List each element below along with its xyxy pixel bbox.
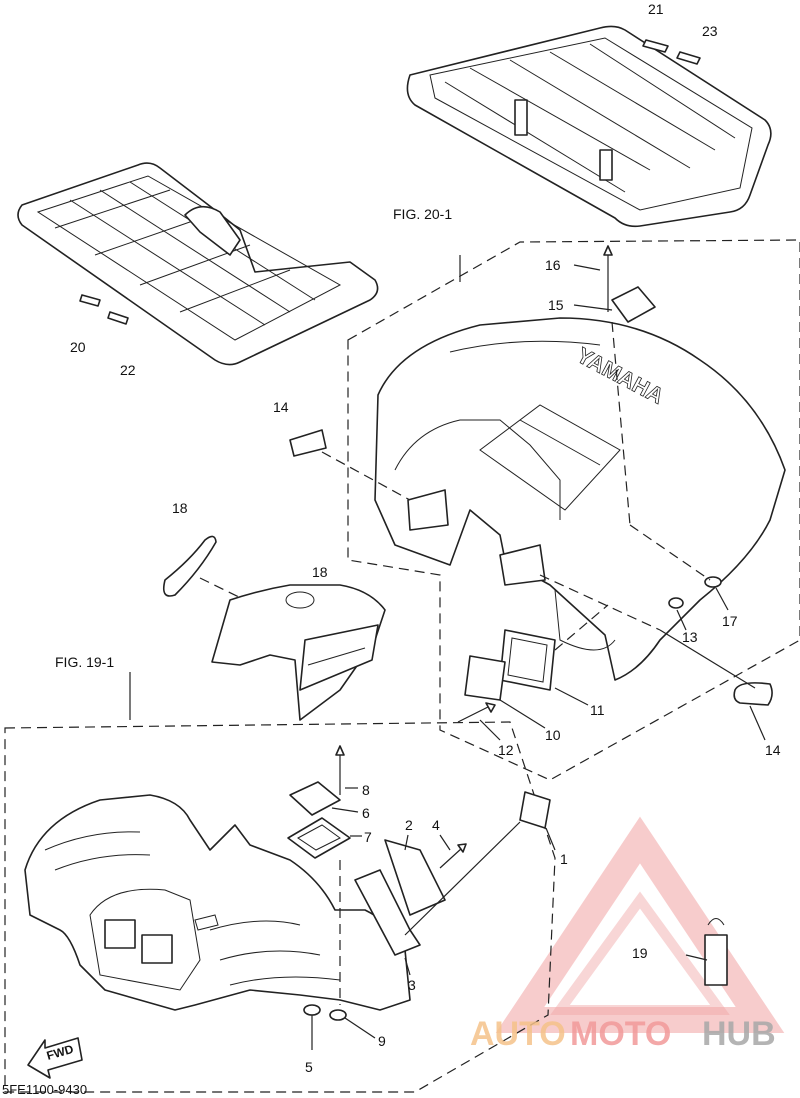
leader-18-upper [199,577,246,601]
part-label-9: 9 [378,1033,386,1049]
decal-1 [519,791,551,829]
part-label-17: 17 [722,613,738,629]
leader-lines-fig20 [321,255,766,741]
front-panel-2 [384,839,446,916]
rear-fender-trim [407,489,546,586]
rear-carrier-rack [406,25,772,228]
watermark-text-hub: HUB [702,1015,776,1053]
rear-plate-15 [611,286,656,323]
watermark-text-auto: AUTO [470,1015,566,1053]
grommet-17 [704,576,722,588]
part-label-3: 3 [408,977,416,993]
front-seal-7 [287,817,351,859]
decal-14-upper [289,429,327,457]
decal-20 [79,294,101,307]
part-label-18-lower: 18 [312,564,328,580]
watermark-logo [495,816,785,1033]
fig-ref-20: FIG. 20-1 [393,206,452,222]
plate-10 [464,655,506,701]
part-label-14-upper: 14 [273,399,289,415]
front-plate-6 [289,781,341,816]
decal-21 [642,39,669,53]
seal-11 [499,629,556,691]
part-label-1: 1 [560,851,568,867]
rear-bolt-16 [603,245,613,312]
part-label-21: 21 [648,1,664,17]
part-label-22: 22 [120,362,136,378]
part-label-7: 7 [364,829,372,845]
fig-19-boundary [4,721,556,1093]
front-carrier-rack [17,162,379,366]
grommet-5 [303,1004,321,1016]
part-label-14-lower: 14 [765,742,781,758]
grommet-13 [668,597,684,609]
part-label-10: 10 [545,727,561,743]
grommet-9 [329,1009,347,1021]
bolt-12 [457,702,496,723]
watermark-text-moto: MOTO [570,1015,671,1053]
part-label-15: 15 [548,297,564,313]
decal-18-upper [162,535,217,597]
fig-20-boundary [347,239,800,781]
fwd-arrow-icon [27,1037,83,1079]
part-label-23: 23 [702,23,718,39]
front-bolt-8 [335,745,345,795]
part-label-6: 6 [362,805,370,821]
part-label-2: 2 [405,817,413,833]
part-label-5: 5 [305,1059,313,1075]
front-bolt-4 [439,843,467,869]
decal-23 [676,51,701,65]
part-label-18-upper: 18 [172,500,188,516]
front-panel-3 [354,869,421,956]
center-cover [211,584,386,721]
front-fender [24,794,411,1011]
part-label-19: 19 [632,945,648,961]
part-label-11: 11 [590,702,605,718]
fig-ref-19: FIG. 19-1 [55,654,114,670]
rear-fender [374,317,786,681]
part-label-16: 16 [545,257,561,273]
part-label-4: 4 [432,817,440,833]
part-label-8: 8 [362,782,370,798]
diagram-code: 5FE1100-9430 [2,1082,87,1097]
label-tag-19 [685,918,728,986]
part-label-12: 12 [498,742,514,758]
part-label-20: 20 [70,339,86,355]
decal-22 [107,311,129,325]
part-label-13: 13 [682,629,698,645]
leader-lines-fig19 [129,672,556,1050]
